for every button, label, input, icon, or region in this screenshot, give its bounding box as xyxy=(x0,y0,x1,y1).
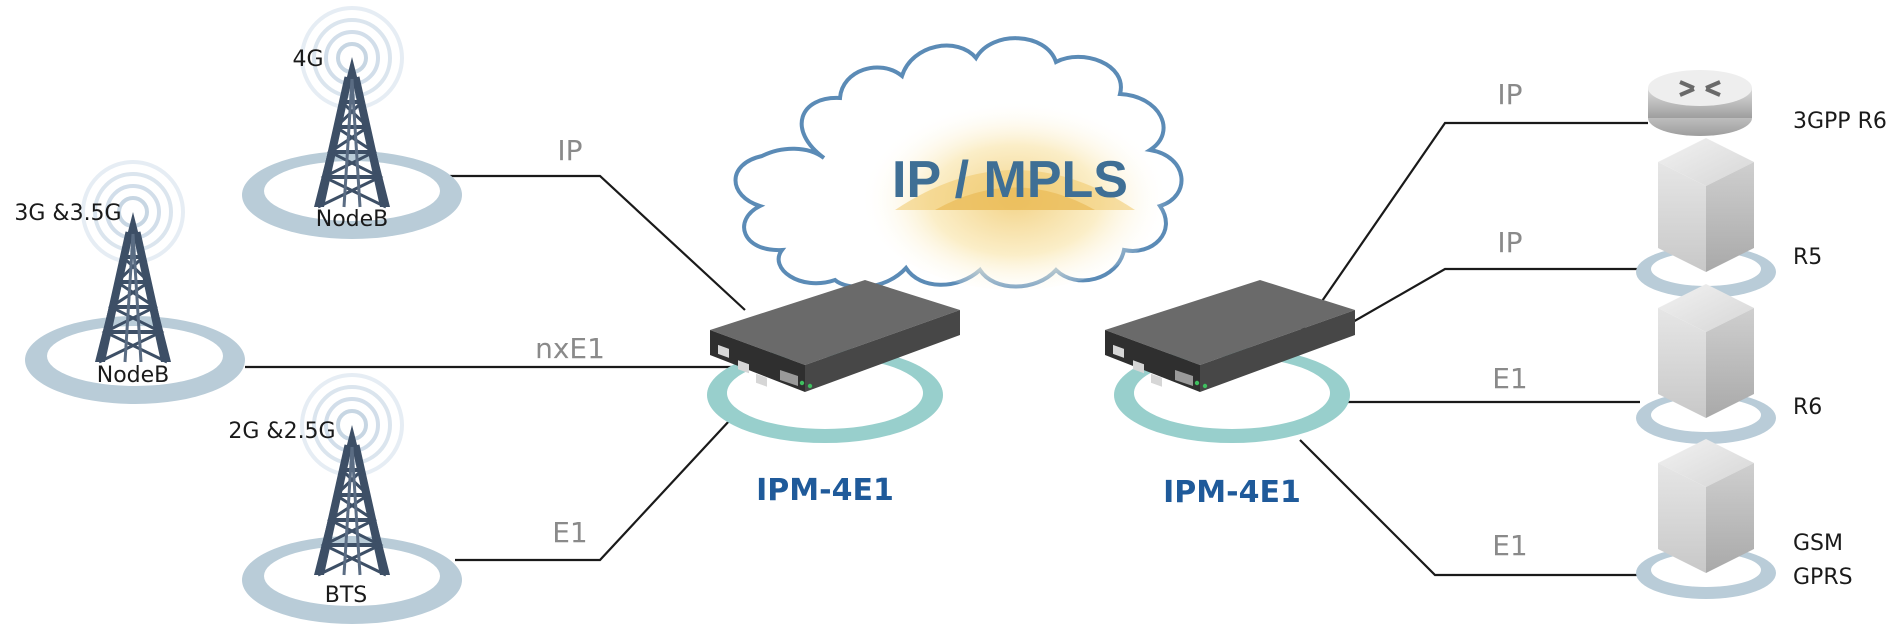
link-4g xyxy=(450,174,746,311)
server-gsm-gprs xyxy=(1636,439,1776,599)
link-label-ip-right-2: IP xyxy=(1497,226,1522,259)
server-icon xyxy=(1658,284,1754,418)
site-name-2g: BTS xyxy=(325,583,368,608)
cloud-icon xyxy=(733,36,1184,290)
server-r6 xyxy=(1636,284,1776,444)
site-name-3g: NodeB xyxy=(97,363,170,388)
server-r5 xyxy=(1636,138,1776,298)
gateway-label-right: IPM-4E1 xyxy=(1163,475,1301,510)
right-label-r6: R6 xyxy=(1793,395,1822,420)
right-label-gsm: GSM xyxy=(1793,531,1843,556)
gateway-label-left: IPM-4E1 xyxy=(756,473,894,508)
gateway-right xyxy=(1105,280,1355,443)
link-label-e1: E1 xyxy=(552,516,588,549)
link-label-e1-right-2: E1 xyxy=(1492,529,1528,562)
gateway-left xyxy=(707,280,960,443)
link-gsm xyxy=(1299,439,1640,577)
site-tech-3g: 3G &3.5G xyxy=(14,201,121,226)
right-label-gprs: GPRS xyxy=(1793,565,1853,590)
server-icon xyxy=(1658,439,1754,573)
link-label-e1-right-1: E1 xyxy=(1492,362,1528,395)
router-3gpp-r6 xyxy=(1648,70,1752,136)
link-label-nxe1: nxE1 xyxy=(535,332,605,365)
link-r6-3gpp xyxy=(1299,121,1648,334)
site-name-4g: NodeB xyxy=(316,207,389,232)
link-label-ip: IP xyxy=(557,134,582,167)
right-label-r5: R5 xyxy=(1793,245,1822,270)
router-icon xyxy=(1679,80,1721,97)
link-label-ip-right-1: IP xyxy=(1497,78,1522,111)
site-4g-nodeb xyxy=(242,6,462,239)
server-icon xyxy=(1658,138,1754,272)
link-r5 xyxy=(1317,267,1640,343)
link-2g xyxy=(455,419,731,562)
right-label-3gpp-r6: 3GPP R6 xyxy=(1793,109,1887,134)
site-tech-4g: 4G xyxy=(292,47,323,72)
site-tech-2g: 2G &2.5G xyxy=(228,419,335,444)
cloud-label: IP / MPLS xyxy=(892,151,1128,209)
links xyxy=(245,121,1648,577)
